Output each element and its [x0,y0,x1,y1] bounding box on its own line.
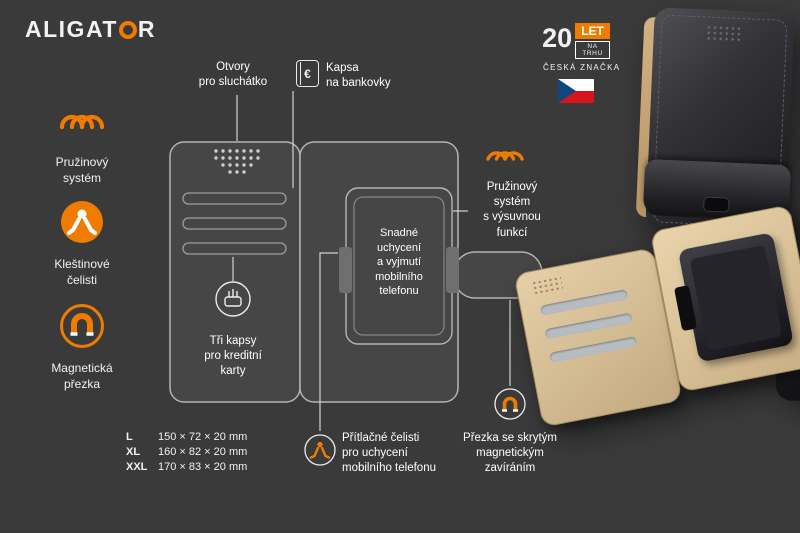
feature-label: Magnetická přezka [51,361,113,391]
size-table: L 150 × 72 × 20 mm XL 160 × 82 × 20 mm X… [126,431,247,476]
phone-cradle [673,232,794,363]
feature-label: Pružinový systém [55,155,109,185]
logo-text-left: ALIGAT [25,16,118,42]
czech-flag-icon [543,79,609,103]
size-dims: 170 × 83 × 20 mm [158,461,248,473]
open-case-speaker-holes [531,275,564,295]
pressure-jaws-icon [304,434,336,466]
anniversary-badge: 20 LET NA TRHU ČESKÁ ZNAČKA [542,23,621,103]
feature-magnet: Magnetická přezka [36,302,128,392]
badge-number: 20 [542,23,573,53]
badge-let: LET [575,23,610,39]
badge-subtitle: ČESKÁ ZNAČKA [543,63,621,72]
card-slot [544,312,633,340]
size-label: L [126,431,133,443]
cradle-clamp [673,285,698,332]
size-dims: 160 × 82 × 20 mm [158,446,248,458]
callout-earpiece-holes: Otvory pro sluchátko [198,61,268,89]
size-row-l: L 150 × 72 × 20 mm [126,431,247,443]
diagram-speaker-holes [214,149,260,174]
size-dims: 150 × 72 × 20 mm [158,431,248,443]
callout-spring-function: Pružinový systém s výsuvnou funkcí [483,181,541,239]
spring-function-icon [486,151,524,161]
card-pocket-icon [215,281,251,317]
feature-spring-system: Pružinový systém [36,96,128,186]
feature-label: Kleštinové čelisti [54,257,110,287]
callout-easy-mount: Snadné uchycení a vyjmutí mobilního tele… [375,227,423,298]
card-slots [182,192,287,255]
callout-banknote-pocket: Kapsa na bankovky [326,62,391,90]
phone-cradle-inner [689,243,783,351]
banknote-pocket-icon: € [296,60,319,87]
logo-text-right: R [137,16,157,42]
size-label: XXL [126,461,148,473]
holder-clamps [339,247,459,293]
clamp-jaws-icon [61,201,103,243]
card-slot [549,336,638,363]
case-speaker-holes [705,24,743,44]
brand-logo: ALIGAT R [25,16,156,43]
callout-magnetic-clasp: Přezka se skrytým magnetickým zavíráním [463,432,557,475]
spring-coil-icon [59,114,105,130]
size-label: XL [126,446,141,458]
euro-symbol: € [304,66,311,81]
magnet-icon [60,304,104,348]
badge-na-trhu: NA TRHU [575,41,610,59]
callout-lines [232,91,511,431]
callout-card-pockets: Tři kapsy pro kreditní karty [204,335,262,378]
callout-pressure-jaws: Přítlačné čelisti pro uchycení mobilního… [342,432,436,475]
size-row-xl: XL 160 × 82 × 20 mm [126,446,247,458]
logo-o-icon [118,20,137,39]
feature-clamp-jaws: Kleštinové čelisti [36,198,128,288]
magnet-clasp-icon [494,388,526,420]
size-row-xxl: XXL 170 × 83 × 20 mm [126,461,247,473]
card-slot [539,289,629,316]
